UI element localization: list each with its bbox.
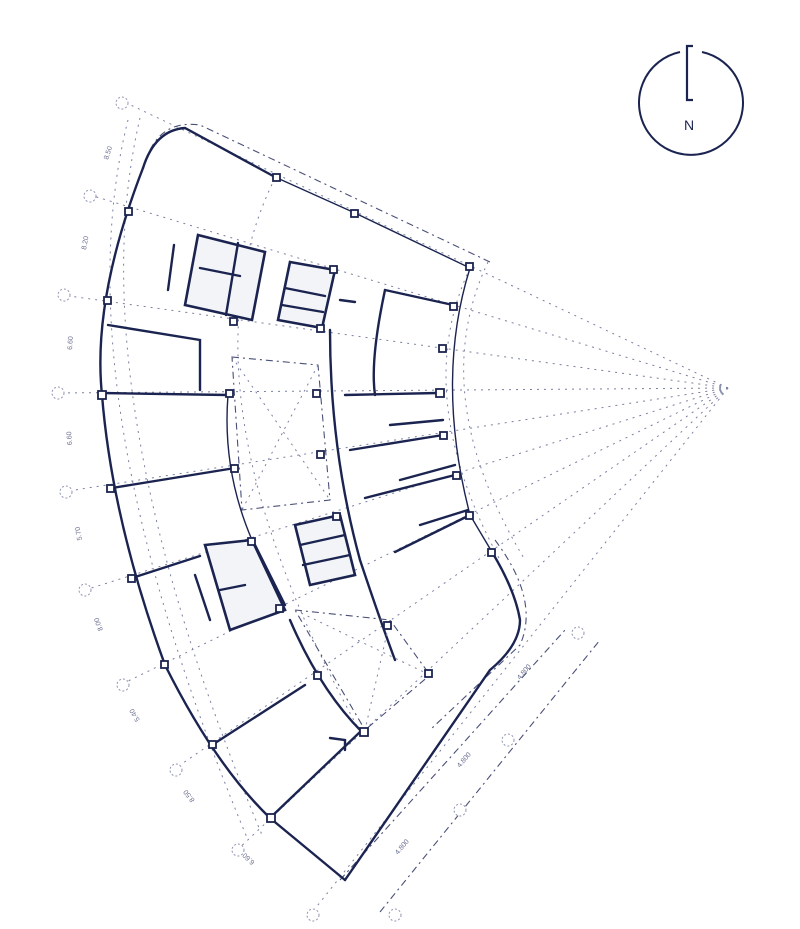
service-core-south <box>193 513 357 632</box>
svg-text:6.60: 6.60 <box>66 431 74 445</box>
atrium-outline <box>231 356 431 731</box>
svg-text:8.50: 8.50 <box>103 145 114 160</box>
svg-text:4.800: 4.800 <box>516 663 533 681</box>
structural-columns <box>97 173 496 823</box>
north-label: N <box>684 117 694 133</box>
site-boundary <box>149 123 601 913</box>
interior-walls <box>100 288 472 820</box>
svg-text:6.60: 6.60 <box>67 336 75 350</box>
service-core-north <box>166 233 357 330</box>
north-arrow: N <box>638 44 744 156</box>
svg-text:8.50: 8.50 <box>183 788 197 803</box>
svg-text:8.00: 8.00 <box>94 616 105 631</box>
svg-text:5.70: 5.70 <box>75 526 84 541</box>
svg-text:6.60: 6.60 <box>242 851 257 866</box>
radial-grid-lines <box>54 99 729 916</box>
svg-text:8.20: 8.20 <box>81 236 90 251</box>
exterior-walls <box>99 126 522 882</box>
grid-bubbles <box>51 96 585 922</box>
svg-text:4.800: 4.800 <box>456 751 473 769</box>
svg-text:5.40: 5.40 <box>129 707 142 722</box>
svg-text:4.800: 4.800 <box>394 838 411 856</box>
dimension-labels: 8.50 8.20 6.60 6.60 5.70 8.00 5.40 8.50 … <box>66 145 533 865</box>
arc-grid-lines <box>109 117 526 841</box>
